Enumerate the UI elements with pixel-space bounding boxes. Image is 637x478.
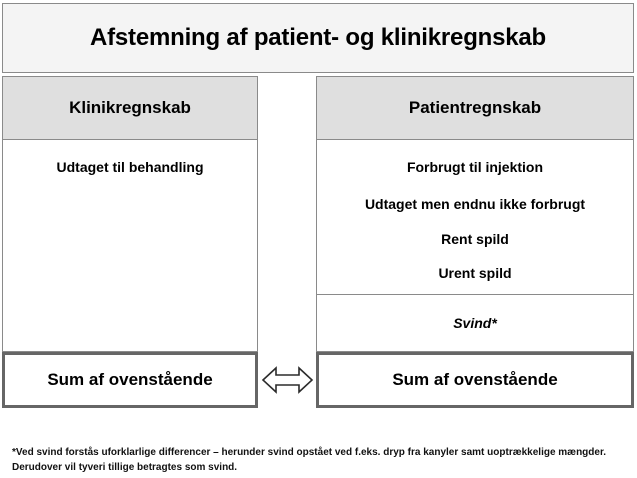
list-item: Udtaget men endnu ikke forbrugt xyxy=(364,196,586,212)
sum-box-patientregnskab: Sum af ovenstående xyxy=(316,352,634,408)
diagram-title: Afstemning af patient- og klinikregnskab xyxy=(89,24,547,51)
list-item: Urent spild xyxy=(438,265,512,281)
svind-box: Svind* xyxy=(316,295,634,352)
list-item: Rent spild xyxy=(441,231,509,247)
column-body-klinikregnskab: Udtaget til behandling xyxy=(2,140,258,352)
list-item: Forbrugt til injektion xyxy=(406,159,544,175)
sum-box-klinikregnskab: Sum af ovenstående xyxy=(2,352,258,408)
sum-label-left: Sum af ovenstående xyxy=(47,370,213,389)
column-header-klinikregnskab: Klinikregnskab xyxy=(2,76,258,140)
column-header-patientregnskab: Patientregnskab xyxy=(316,76,634,140)
footnote: *Ved svind forstås uforklarlige differen… xyxy=(12,446,629,475)
sum-label-right: Sum af ovenstående xyxy=(392,370,558,389)
diagram-title-box: Afstemning af patient- og klinikregnskab xyxy=(2,3,634,73)
footnote-line-2: Derudover vil tyveri tillige betragtes s… xyxy=(12,461,238,473)
column-body-patientregnskab: Forbrugt til injektion Udtaget men endnu… xyxy=(316,140,634,295)
column-header-label-right: Patientregnskab xyxy=(408,98,542,117)
footnote-line-1: *Ved svind forstås uforklarlige differen… xyxy=(12,447,607,458)
double-arrow-icon xyxy=(260,362,315,398)
list-item: Udtaget til behandling xyxy=(56,159,204,175)
column-header-label-left: Klinikregnskab xyxy=(69,98,191,117)
svind-label: Svind* xyxy=(453,315,497,331)
